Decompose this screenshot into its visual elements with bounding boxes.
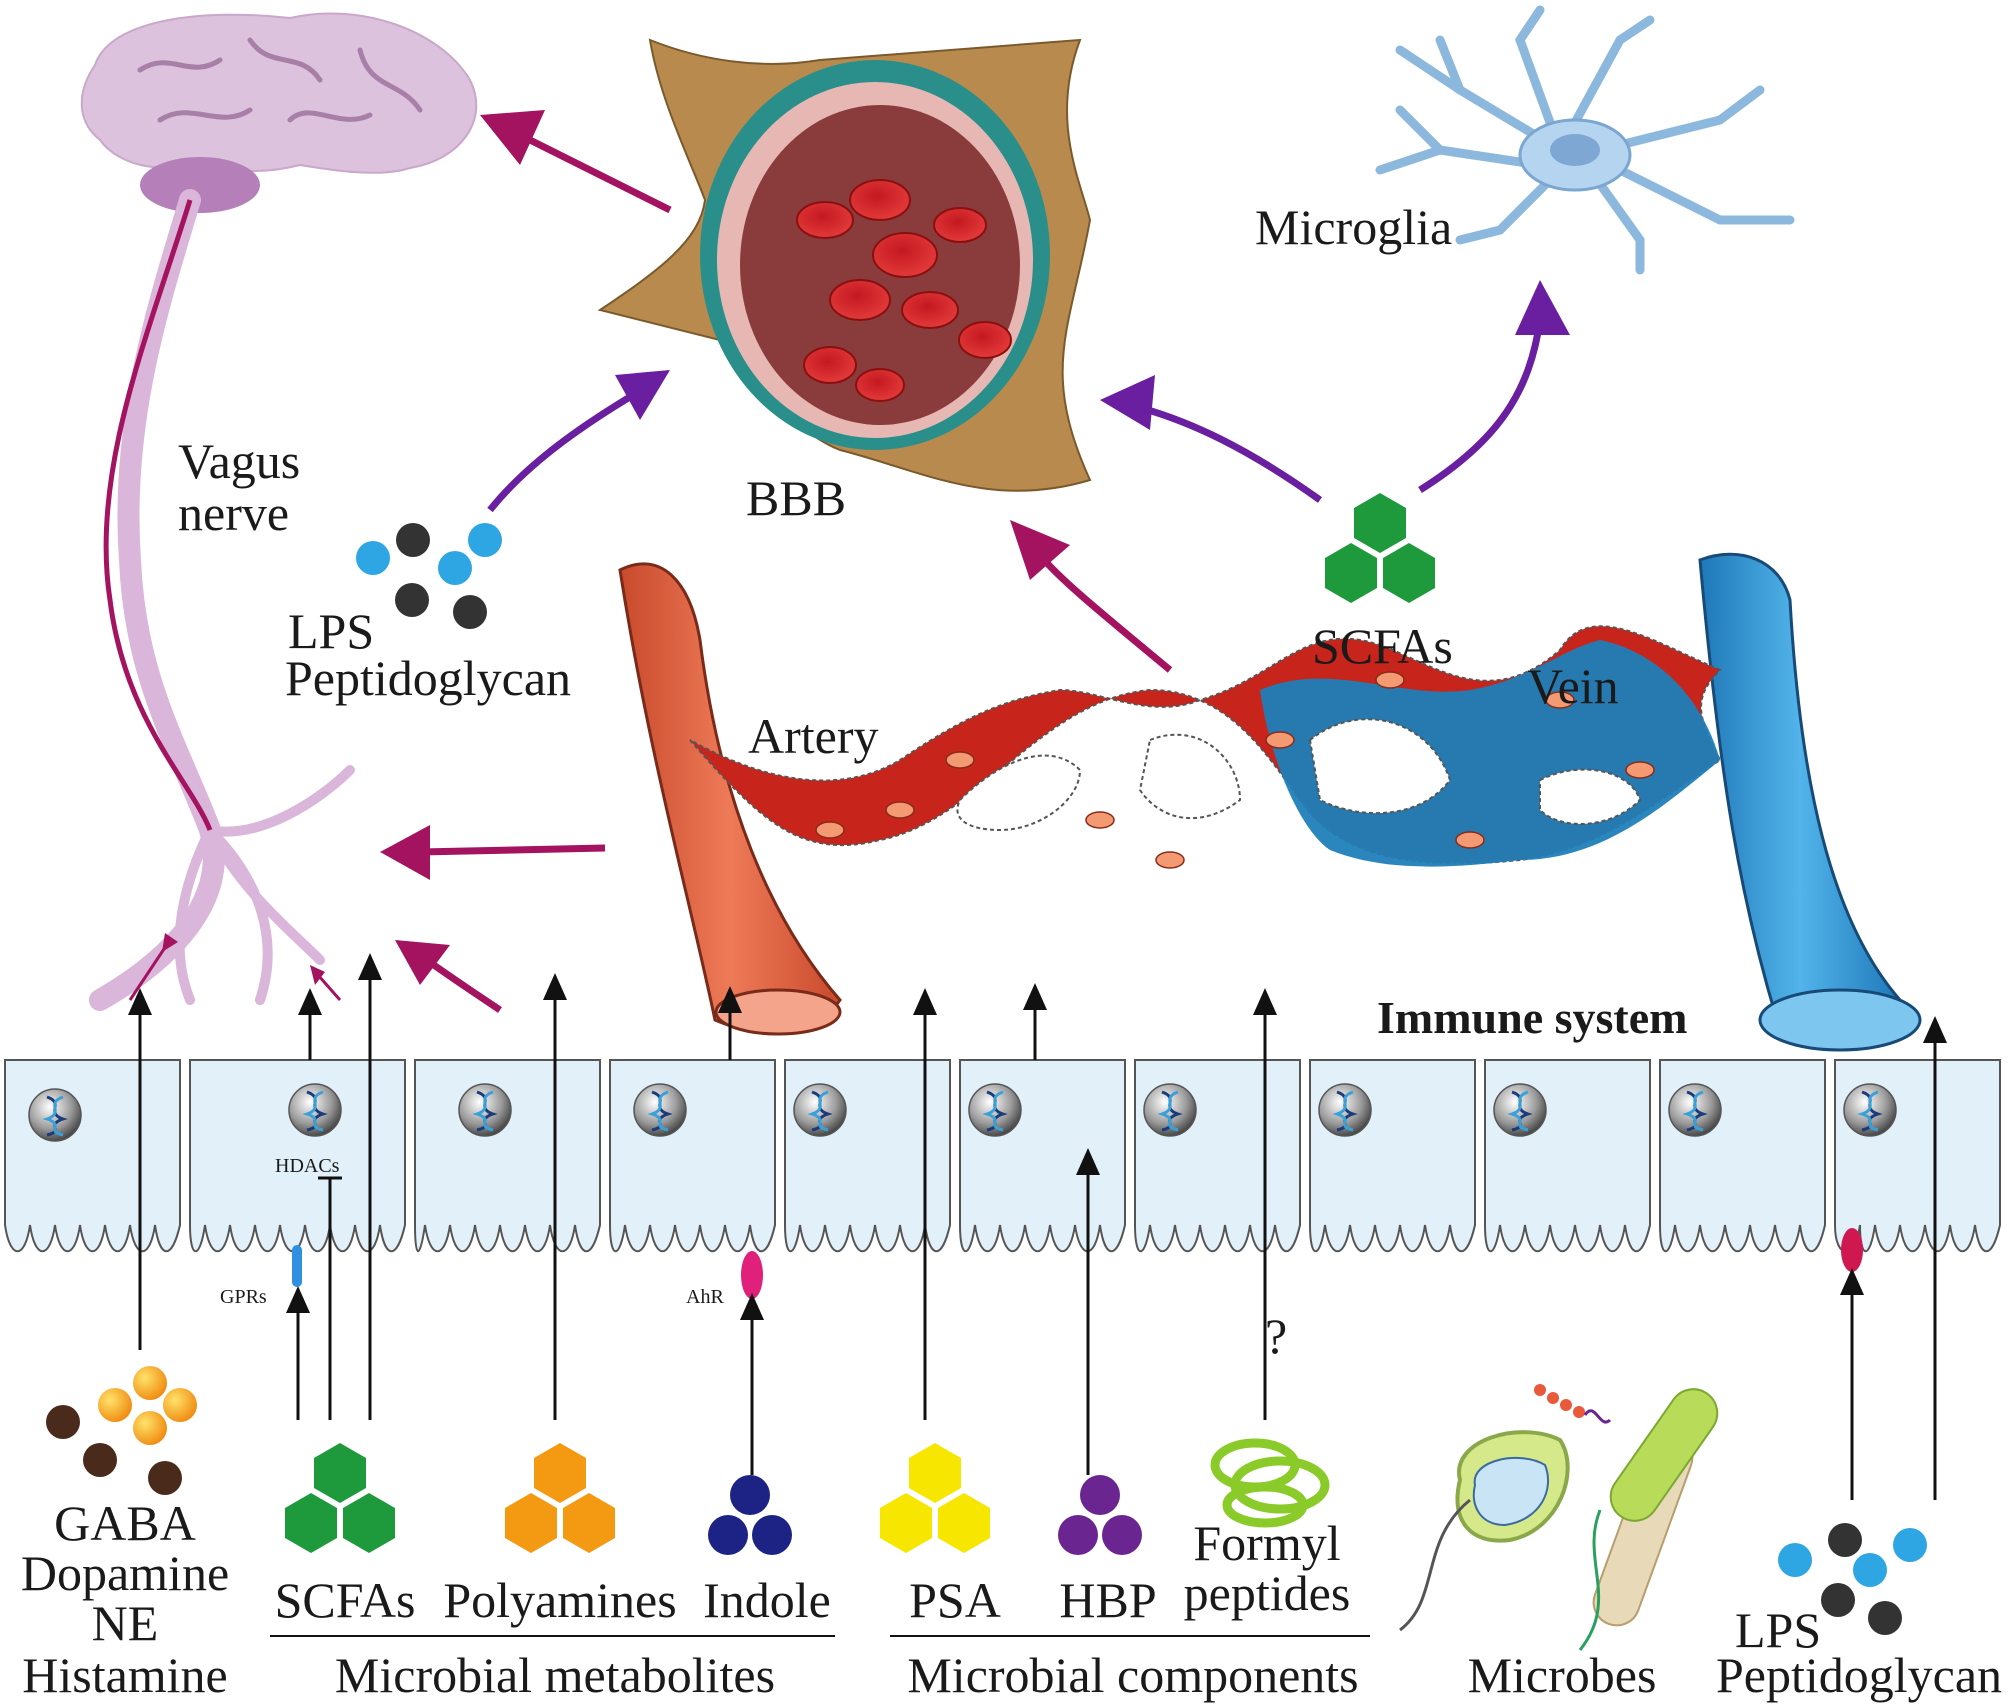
label-hdacs: HDACs <box>275 1155 340 1177</box>
label-lps-bottom: LPS <box>1735 1602 1821 1658</box>
label-scfas-top: SCFAs <box>1312 618 1453 674</box>
ahr-receptor <box>741 1251 763 1299</box>
label-histamine: Histamine <box>22 1647 228 1703</box>
label-indole: Indole <box>703 1572 831 1628</box>
microbes-illustration <box>1399 1384 1719 1651</box>
label-peptidoglycan-bottom: Peptidoglycan <box>1716 1647 2002 1703</box>
label-psa: PSA <box>909 1572 1001 1628</box>
arrow-lps-to-bbb <box>487 381 652 513</box>
indole-circles <box>708 1475 792 1555</box>
label-ahr: AhR <box>686 1286 724 1308</box>
label-gaba: GABA <box>54 1495 196 1551</box>
label-ne: NE <box>92 1595 159 1651</box>
label-vein: Vein <box>1527 658 1619 714</box>
psa-hexagons <box>880 1443 990 1553</box>
label-nerve: nerve <box>178 485 289 541</box>
label-microbial-metabolites: Microbial metabolites <box>335 1647 775 1703</box>
scfa-hexagons-top <box>1325 493 1435 603</box>
label-formyl: Formyl <box>1193 1515 1340 1571</box>
arrow-scfa-to-bbb <box>1129 401 1323 503</box>
label-bbb: BBB <box>746 470 846 526</box>
label-microbes: Microbes <box>1468 1647 1657 1703</box>
scfa-hexagons-bottom <box>285 1443 395 1553</box>
arrow-bbb-to-brain <box>508 126 672 214</box>
label-vagus: Vagus <box>178 433 300 489</box>
tlr-receptor <box>1841 1228 1863 1272</box>
label-microbial-components: Microbial components <box>907 1647 1358 1703</box>
polyamine-hexagons <box>505 1443 615 1553</box>
lps-peptidoglycan-top-balls <box>356 523 502 629</box>
label-peptides: peptides <box>1184 1565 1351 1621</box>
lps-peptidoglycan-bottom-balls <box>1778 1523 1927 1635</box>
label-gprs: GPRs <box>220 1286 267 1308</box>
epithelium <box>4 1059 2001 1299</box>
label-immune-system: Immune system <box>1377 992 1687 1043</box>
black-arrows <box>128 953 1947 1500</box>
arrow-vessels-to-bbb <box>1037 552 1173 673</box>
label-artery: Artery <box>748 708 879 764</box>
label-microglia: Microglia <box>1255 199 1452 255</box>
label-lps-top: LPS <box>288 603 374 659</box>
arrow-vessels-to-vagus <box>419 844 606 856</box>
neurotransmitter-balls <box>46 1366 197 1495</box>
gpr-receptor <box>292 1245 302 1287</box>
label-polyamines: Polyamines <box>443 1572 676 1628</box>
label-dopamine: Dopamine <box>21 1545 229 1601</box>
blood-vessel-network <box>618 552 1922 1052</box>
microglia-cell <box>1375 5 1795 275</box>
pathway-arrows <box>380 110 1570 1013</box>
vagus-nerve <box>89 189 355 1011</box>
label-hbp: HBP <box>1059 1572 1156 1628</box>
label-scfas-bottom: SCFAs <box>275 1572 416 1628</box>
label-peptidoglycan-top: Peptidoglycan <box>285 650 571 706</box>
bbb-vessel <box>597 38 1092 492</box>
formyl-peptide-coil <box>1210 1438 1330 1528</box>
arrow-scfa-to-microglia <box>1418 319 1544 493</box>
hbp-circles <box>1058 1475 1142 1555</box>
brain <box>80 12 478 213</box>
label-question-mark: ? <box>1265 1308 1287 1364</box>
